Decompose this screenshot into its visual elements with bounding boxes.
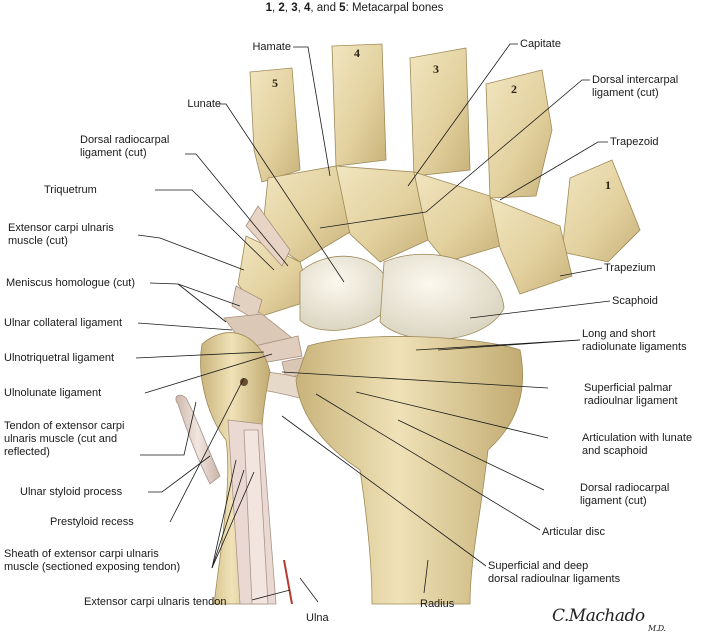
metacarpal-1 <box>561 159 641 263</box>
ecu-tendon <box>243 429 269 605</box>
triquetrum-bone <box>237 235 313 317</box>
bones <box>237 43 641 340</box>
label-trapezium: Trapezium <box>604 262 656 274</box>
metacarpal-2 <box>485 69 553 199</box>
scaphoid-bone <box>379 253 505 340</box>
label-trapezoid: Trapezoid <box>610 136 659 148</box>
ecu-tendon-red-stripe <box>283 559 293 605</box>
capitate-bone <box>335 165 429 263</box>
label-hamate: Hamate <box>252 41 291 53</box>
label-ecu-tendon: Extensor carpi ulnaris tendon <box>84 596 227 608</box>
label-prestyloid-recess: Prestyloid recess <box>50 516 134 528</box>
tendons <box>175 394 293 605</box>
label-ulnar-collateral-ligament: Ulnar collateral ligament <box>4 317 122 329</box>
label-ecu-sheath: Sheath of extensor carpi ulnaris muscle … <box>4 548 181 573</box>
label-dorsal-radiocarpal-ligament-left: Dorsal radiocarpal ligament (cut) <box>80 134 170 159</box>
label-ecu-tendon-reflected: Tendon of extensor carpi ulnaris muscle … <box>4 420 125 458</box>
metacarpal-3 <box>409 47 471 177</box>
label-ulnar-styloid-process: Ulnar styloid process <box>20 486 123 498</box>
label-superficial-palmar-radioulnar-ligament: Superficial palmar radioulnar ligament <box>584 382 678 407</box>
label-extensor-carpi-ulnaris-muscle: Extensor carpi ulnaris muscle (cut) <box>8 222 114 247</box>
label-dorsal-radioulnar-ligaments: Superficial and deep dorsal radioulnar l… <box>488 560 621 585</box>
label-lunate: Lunate <box>187 98 221 110</box>
label-scaphoid: Scaphoid <box>612 295 658 307</box>
label-triquetrum: Triquetrum <box>44 184 97 196</box>
figure-title: 1, 2, 3, 4, and 5: Metacarpal bones <box>265 2 444 14</box>
metacarpal-number-1: 1 <box>605 178 611 192</box>
label-radiolunate-ligaments: Long and short radiolunate ligaments <box>582 328 687 353</box>
lunate-bone <box>299 255 393 331</box>
label-dorsal-intercarpal-ligament: Dorsal intercarpal ligament (cut) <box>592 74 679 99</box>
prestyloid-recess-mark <box>240 378 248 386</box>
metacarpal-number-5: 5 <box>272 76 278 90</box>
label-articular-disc: Articular disc <box>542 526 605 538</box>
label-ulna: Ulna <box>306 612 329 624</box>
label-radius: Radius <box>420 598 455 610</box>
leader-lines <box>135 43 611 603</box>
label-meniscus-homologue: Meniscus homologue (cut) <box>6 277 136 289</box>
label-ulnolunate-ligament: Ulnolunate ligament <box>4 387 102 399</box>
trapezium-bone <box>489 197 573 295</box>
metacarpal-number-3: 3 <box>433 62 439 76</box>
trapezoid-bone <box>413 171 501 263</box>
radius-bone <box>295 336 524 605</box>
metacarpal-4 <box>331 43 387 167</box>
label-ulnotriquetral-ligament: Ulnotriquetral ligament <box>4 352 115 364</box>
metacarpal-number-2: 2 <box>511 82 517 96</box>
label-articulation-lunate-scaphoid: Articulation with lunate and scaphoid <box>582 432 693 457</box>
metacarpal-number-4: 4 <box>354 46 360 60</box>
label-dorsal-radiocarpal-ligament-right: Dorsal radiocarpal ligament (cut) <box>580 482 670 507</box>
label-capitate: Capitate <box>520 38 561 50</box>
